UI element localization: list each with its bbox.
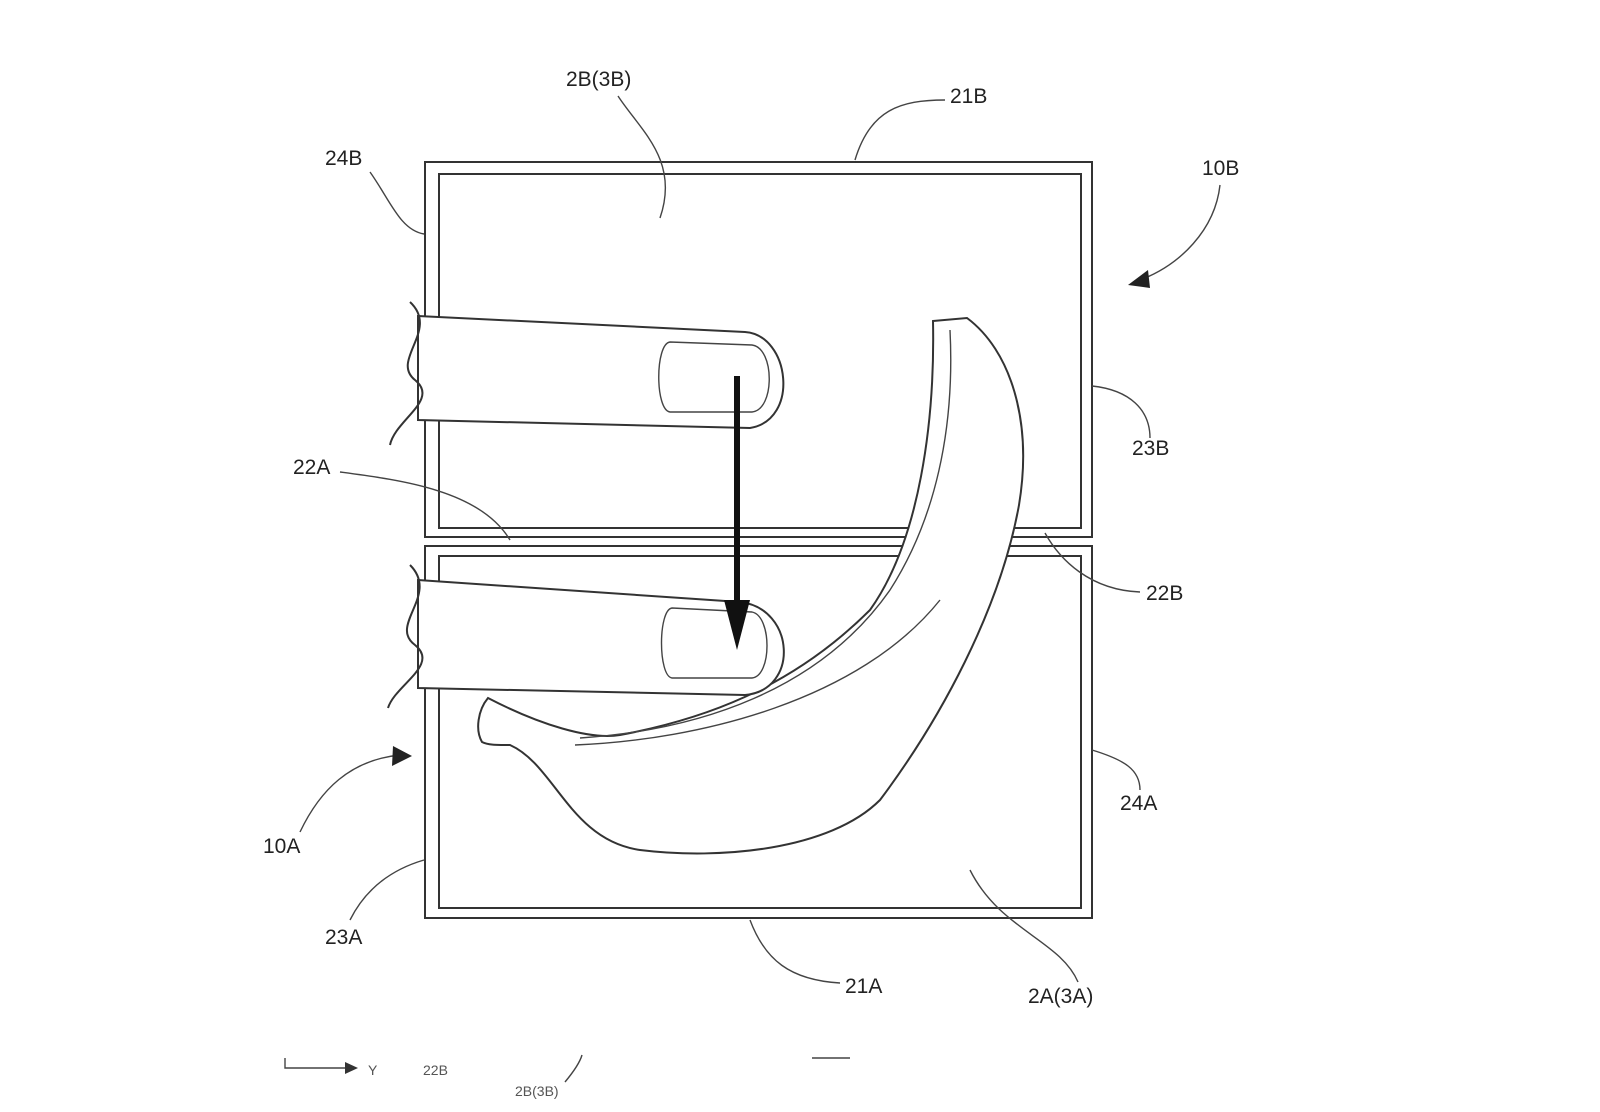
banana-inner-curve [579,329,952,739]
leader-10b [1139,184,1221,281]
reference-10a: 10A [263,746,412,858]
footer-leader [564,1054,583,1083]
leader-10b-arrowhead [1128,270,1150,288]
leader-10a [299,754,401,833]
leader-24b [369,171,425,235]
housing-10a [424,545,1093,919]
label-24b: 24B [325,147,362,170]
leader-23a [349,859,425,921]
label-2a3a: 2A(3A) [1028,985,1093,1008]
label-21b: 21B [950,85,987,108]
leader-21a [749,919,841,984]
leader-22b [1044,532,1141,593]
reference-2b3b: 2B(3B) [566,68,666,219]
banana-image [477,316,1025,855]
axis-label-y: Y [368,1062,378,1078]
reference-24a: 24A [1091,749,1157,815]
reference-24b: 24B [325,147,425,235]
finger-upper [389,301,785,446]
drag-arrow [724,376,750,650]
label-10b: 10B [1202,157,1239,180]
finger-upper-cut [389,301,424,446]
footer-ref-2b3b: 2B(3B) [515,1083,559,1099]
leader-22a [339,471,511,541]
leader-24a [1091,749,1141,791]
device-10a [424,545,1093,919]
finger-lower [387,564,785,709]
label-23b: 23B [1132,437,1169,460]
reference-22b: 22B [1044,532,1183,605]
label-22b: 22B [1146,582,1183,605]
finger-lower-cut [387,564,424,709]
footer-ref-22b: 22B [423,1062,448,1078]
finger-upper-body [417,314,785,430]
reference-21a: 21A [749,919,882,998]
label-10a: 10A [263,835,300,858]
drag-arrow-head [724,600,750,650]
leader-21b [854,99,946,161]
reference-23a: 23A [325,859,425,949]
reference-21b: 21B [854,85,987,161]
label-23a: 23A [325,926,362,949]
label-22a: 22A [293,456,330,479]
label-2b3b: 2B(3B) [566,68,631,91]
leader-10a-arrowhead [392,746,412,766]
label-24a: 24A [1120,792,1157,815]
footer-fragments: Y 22B 2B(3B) [284,1054,850,1099]
leader-2a3a [969,869,1079,983]
axis-arrowhead [345,1062,358,1074]
banana-outline [477,316,1025,855]
axis-corner-line [284,1058,348,1069]
reference-2a3a: 2A(3A) [969,869,1093,1008]
finger-upper-nail [658,341,770,413]
finger-lower-nail [660,607,768,679]
leader-2b3b [617,95,666,219]
screen-2a [438,555,1082,909]
reference-10b: 10B [1128,157,1239,288]
reference-23b: 23B [1091,385,1169,460]
leader-23b [1091,385,1151,439]
reference-22a: 22A [293,456,511,541]
banana-lower-curve [574,599,941,746]
label-21a: 21A [845,975,882,998]
